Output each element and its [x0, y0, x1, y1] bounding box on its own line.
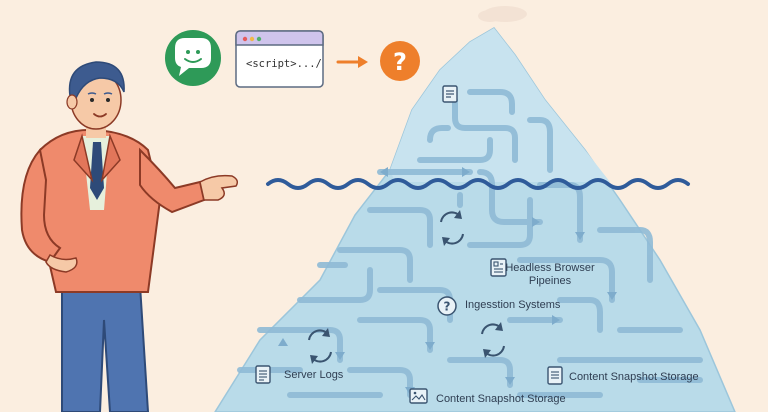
document-icon	[442, 85, 458, 103]
storage-document-icon	[547, 366, 563, 385]
label-ingestion-systems: Ingesstion Systems	[465, 299, 561, 311]
question-mark-icon: ?	[380, 41, 420, 81]
code-window-icon	[235, 30, 324, 88]
svg-text:?: ?	[444, 300, 451, 314]
water-line	[266, 178, 690, 190]
chat-bubble-icon	[165, 30, 221, 86]
label-snapshot-storage-bottom: Content Snapshot Storage	[436, 393, 566, 405]
refresh-icon	[481, 322, 505, 358]
label-headless-line2: Pipeines	[528, 275, 572, 287]
flow-arrows	[278, 167, 617, 395]
label-headless-browser: Headless Browser Pipeines	[502, 262, 598, 288]
log-document-icon	[255, 365, 271, 384]
arrow-right-icon	[336, 56, 368, 68]
label-snapshot-storage-right: Content Snapshot Storage	[569, 371, 699, 383]
code-snippet: <script>.../	[246, 58, 322, 70]
presenter-figure	[20, 61, 239, 412]
label-server-logs: Server Logs	[284, 369, 344, 381]
label-headless-line1: Headless Browser	[505, 262, 595, 274]
refresh-icon	[440, 210, 464, 246]
refresh-icon	[308, 328, 332, 364]
svg-text:?: ?	[393, 48, 407, 76]
browser-doc-icon	[490, 258, 507, 277]
cloud	[478, 6, 527, 22]
iceberg-tip	[390, 28, 610, 182]
image-icon	[409, 388, 428, 404]
question-circle-icon: ?	[437, 296, 457, 316]
